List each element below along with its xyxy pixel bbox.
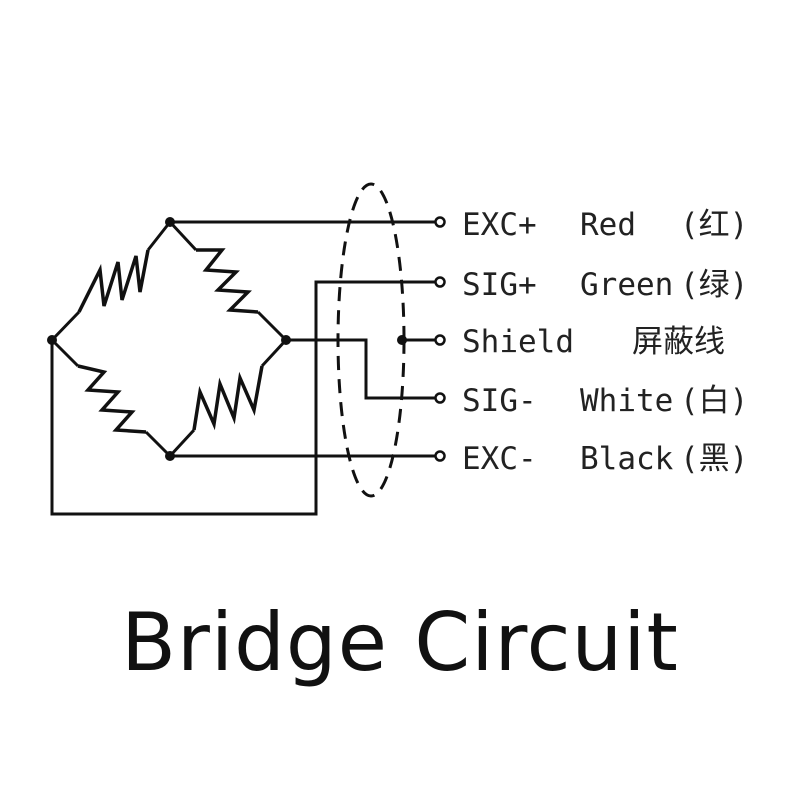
wire-color-label: Green (580, 267, 673, 303)
wire-color-cn-label: (红) (680, 207, 748, 243)
wire-color-cn-label: (白) (680, 383, 748, 419)
label-row-sig-minus: SIG- White (白) (462, 383, 748, 419)
terminal-shield (434, 334, 446, 346)
wire-color-cn-label: (黑) (680, 441, 748, 477)
terminal-sig-plus (434, 276, 446, 288)
node-bottom (165, 451, 175, 461)
signal-label: EXC- (462, 441, 537, 477)
signal-label: SIG- (462, 383, 537, 419)
wire-sig-minus (286, 338, 440, 400)
node-right (281, 335, 291, 345)
wire-color-label: Red (580, 207, 636, 243)
node-shield (397, 335, 407, 345)
label-row-exc-plus: EXC+ Red (红) (462, 207, 748, 243)
label-row-shield: Shield 屏蔽线 (462, 324, 725, 360)
wire-color-label: Black (580, 441, 674, 477)
resistor-top-left (50, 221, 172, 342)
terminal-sig-minus (434, 392, 446, 404)
wire-color-cn-label: 屏蔽线 (632, 324, 725, 360)
wire-sig-plus (50, 280, 440, 516)
terminal-exc-minus (434, 450, 446, 462)
label-row-exc-minus: EXC- Black (黑) (462, 441, 748, 477)
signal-label: EXC+ (462, 207, 537, 243)
signal-label: Shield (462, 324, 574, 360)
node-top (165, 217, 175, 227)
wire-color-label: White (580, 383, 673, 419)
wire-color-cn-label: (绿) (680, 267, 748, 303)
terminal-exc-plus (434, 216, 446, 228)
resistor-bottom-left (50, 338, 172, 458)
node-left (47, 335, 57, 345)
diagram-title: Bridge Circuit (121, 596, 679, 689)
label-row-sig-plus: SIG+ Green (绿) (462, 267, 748, 303)
resistor-bottom-right (168, 338, 288, 458)
resistor-top-right (168, 220, 288, 342)
signal-label: SIG+ (462, 267, 537, 303)
